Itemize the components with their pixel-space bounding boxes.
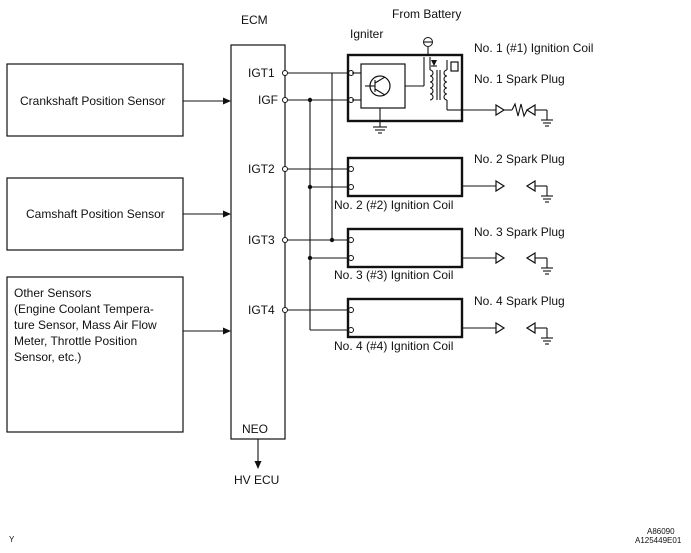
coil-1-assembly: [346, 37, 464, 134]
plug-3-circuit: [462, 251, 553, 275]
corner-mark-left: Y: [9, 535, 15, 544]
plug-2-circuit: [462, 179, 553, 203]
figure-code-1: A86090: [647, 527, 675, 536]
plug-4-label: No. 4 Spark Plug: [474, 294, 565, 308]
plug-4-circuit: [462, 321, 553, 345]
ecm-pin-igt4: IGT4: [248, 303, 275, 317]
plug-1-circuit: [462, 102, 553, 127]
coil-3-label: No. 3 (#3) Ignition Coil: [334, 268, 453, 282]
camshaft-sensor-label: Camshaft Position Sensor: [26, 207, 165, 221]
ecm-pin-igt1: IGT1: [248, 66, 275, 80]
other-sensors-box: [6, 276, 184, 433]
ecm-pin-neo: NEO: [242, 422, 268, 436]
coil-4-label: No. 4 (#4) Ignition Coil: [334, 339, 453, 353]
other-sensors-line-4: Meter, Throttle Position: [14, 334, 137, 348]
other-sensors-line-5: Sensor, etc.): [14, 350, 81, 364]
ecm-pin-igt2: IGT2: [248, 162, 275, 176]
junction-dots: [307, 97, 335, 261]
coil-3-assembly: [346, 227, 464, 269]
plug-2-label: No. 2 Spark Plug: [474, 152, 565, 166]
ecm-pin-igf: IGF: [258, 93, 278, 107]
coil-4-assembly: [346, 297, 464, 339]
ecm-pin-igt3: IGT3: [248, 233, 275, 247]
from-battery-label: From Battery: [392, 7, 461, 21]
crankshaft-sensor-label: Crankshaft Position Sensor: [20, 94, 165, 108]
signal-wires: [288, 72, 349, 331]
other-sensors-line-3: ture Sensor, Mass Air Flow: [14, 318, 157, 332]
figure-code-2: A125449E01: [635, 536, 682, 545]
ecm-terminals: [282, 70, 288, 313]
igniter-label: Igniter: [350, 27, 383, 41]
ecm-title: ECM: [241, 13, 268, 27]
other-sensors-line-1: Other Sensors: [14, 286, 91, 300]
coil-2-label: No. 2 (#2) Ignition Coil: [334, 198, 453, 212]
coil-1-label: No. 1 (#1) Ignition Coil: [474, 41, 593, 55]
coil-terminals: [348, 70, 354, 333]
hv-ecu-label: HV ECU: [234, 473, 279, 487]
coil-2-assembly: [346, 156, 464, 198]
other-sensors-line-2: (Engine Coolant Tempera-: [14, 302, 154, 316]
plug-1-label: No. 1 Spark Plug: [474, 72, 565, 86]
plug-3-label: No. 3 Spark Plug: [474, 225, 565, 239]
crankshaft-sensor-box: [6, 63, 184, 137]
